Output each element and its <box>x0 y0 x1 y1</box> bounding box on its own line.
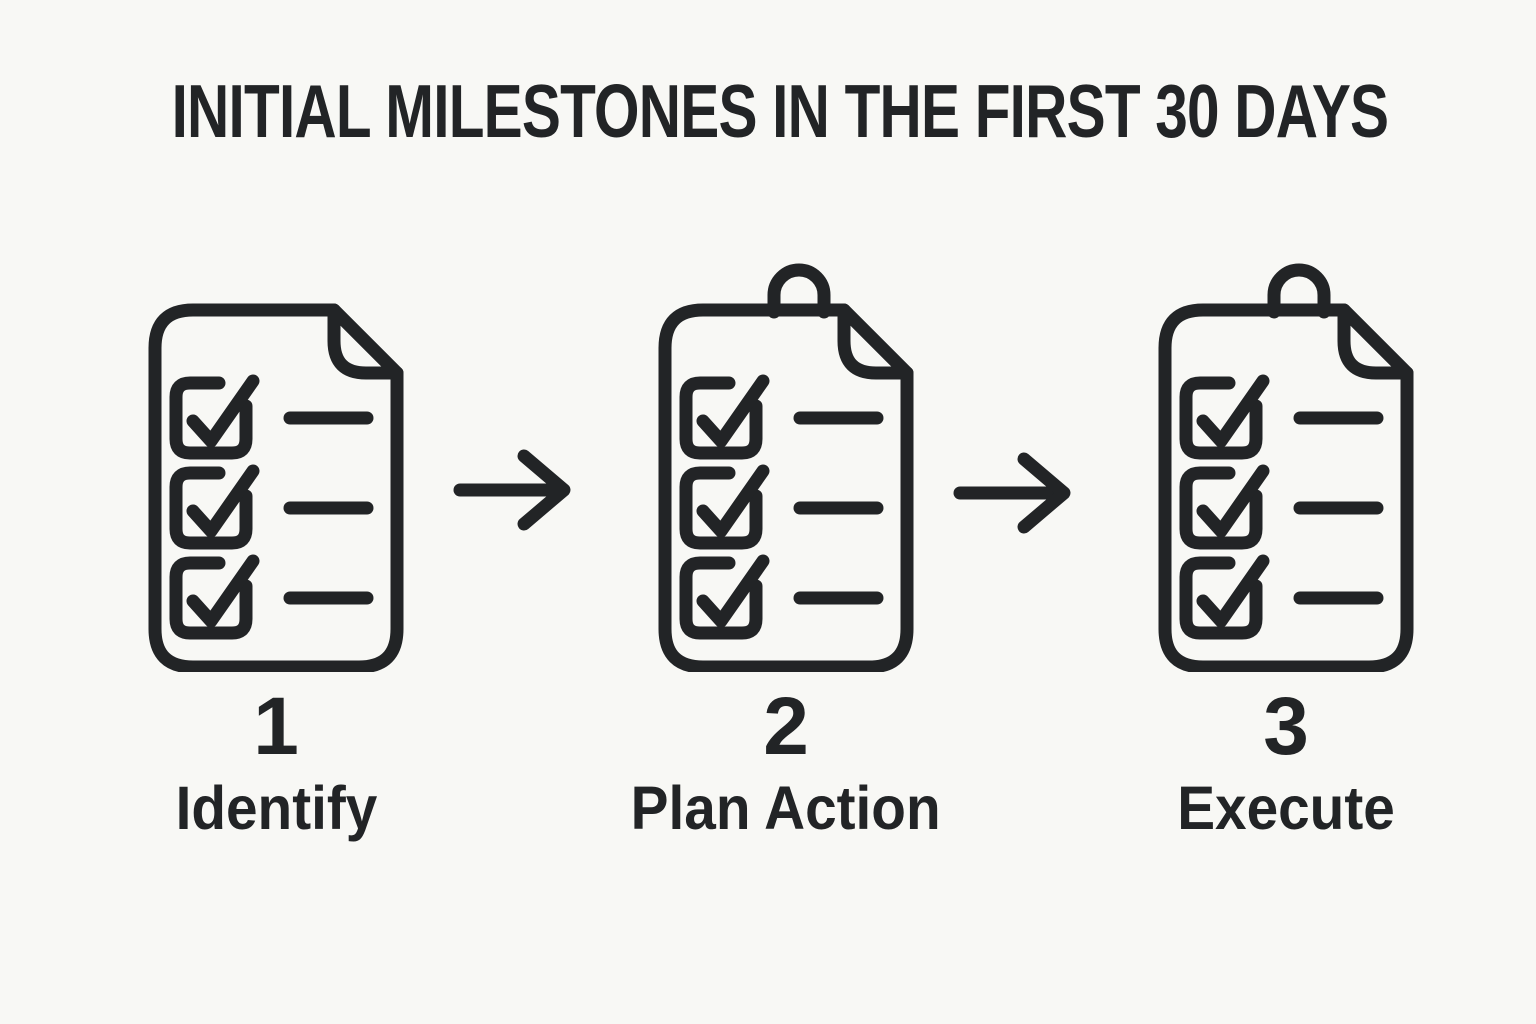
checkmark <box>1196 374 1270 448</box>
checkmark <box>696 374 770 448</box>
step-number: 3 <box>1263 681 1309 772</box>
step-label: Identify <box>175 774 377 842</box>
checkmark <box>1196 464 1270 538</box>
folded-corner <box>327 303 404 380</box>
page-title-text: INITIAL MILESTONES IN THE FIRST 30 DAYS <box>171 69 1389 153</box>
checkmark <box>186 554 260 628</box>
checkbox-row <box>169 374 374 460</box>
checkbox-row <box>1179 554 1384 640</box>
folded-corner <box>1337 303 1414 380</box>
checkbox-row <box>1179 374 1384 460</box>
checkmark <box>696 464 770 538</box>
step-number: 1 <box>253 681 299 772</box>
checkbox-row <box>169 554 374 640</box>
document-outline <box>148 303 404 672</box>
page-title: INITIAL MILESTONES IN THE FIRST 30 DAYS <box>0 72 1536 151</box>
step-label: Execute <box>1177 774 1395 842</box>
checkbox-row <box>679 374 884 460</box>
step-execute: 3 Execute <box>1130 262 1442 839</box>
step-identify: 1 Identify <box>120 262 432 839</box>
checklist-clipboard-icon <box>1158 263 1414 672</box>
checklist-clipboard-icon <box>658 263 914 672</box>
step-plan-action: 2 Plan Action <box>630 262 942 839</box>
checkmark <box>696 554 770 628</box>
checkbox-row <box>169 464 374 550</box>
arrow-right-icon <box>953 452 1071 534</box>
folded-corner <box>837 303 914 380</box>
clip-ring <box>767 263 831 319</box>
step-number: 2 <box>763 681 809 772</box>
arrow-right-icon <box>453 449 571 531</box>
checkbox-row <box>1179 464 1384 550</box>
step-label: Plan Action <box>631 774 941 842</box>
checklist-document-icon <box>148 303 404 672</box>
checkmark <box>186 464 260 538</box>
checkmark <box>1196 554 1270 628</box>
checkbox-row <box>679 554 884 640</box>
checkmark <box>186 374 260 448</box>
document-outline <box>658 303 914 672</box>
document-outline <box>1158 303 1414 672</box>
clip-ring <box>1267 263 1331 319</box>
checkbox-row <box>679 464 884 550</box>
